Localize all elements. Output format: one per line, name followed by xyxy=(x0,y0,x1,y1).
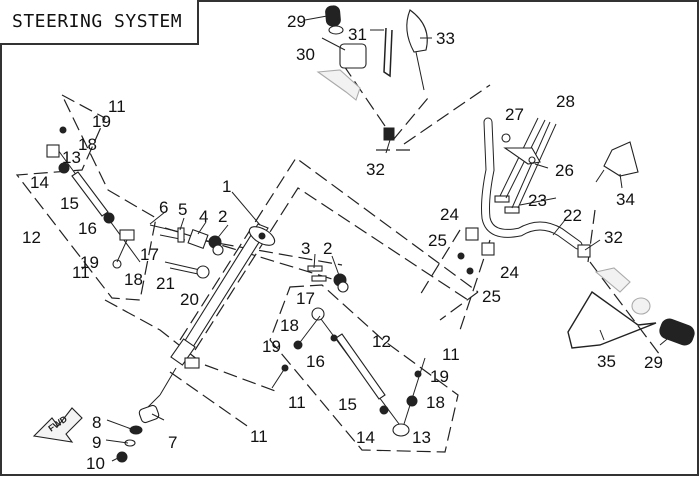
callout-2: 2 xyxy=(323,239,332,258)
title-box: STEERING SYSTEM xyxy=(0,0,199,45)
callout-33: 33 xyxy=(436,29,455,48)
callout-labels: 1 2 2 3 4 5 6 7 8 9 10 11 11 11 11 11 12… xyxy=(22,12,663,473)
callout-31: 31 xyxy=(348,25,367,44)
callout-12: 12 xyxy=(372,332,391,351)
callout-24: 24 xyxy=(440,205,459,224)
callout-14: 14 xyxy=(356,428,375,447)
callout-35: 35 xyxy=(597,352,616,371)
callout-32: 32 xyxy=(366,160,385,179)
callout-30: 30 xyxy=(296,45,315,64)
callout-27: 27 xyxy=(505,105,524,124)
callout-13: 13 xyxy=(62,148,81,167)
callout-18: 18 xyxy=(124,270,143,289)
callout-11: 11 xyxy=(108,97,126,116)
callout-21: 21 xyxy=(156,274,175,293)
fwd-arrow-icon: FWD xyxy=(32,407,83,443)
callout-11: 11 xyxy=(288,393,306,412)
callout-25: 25 xyxy=(482,287,501,306)
right-controls xyxy=(567,141,695,349)
bracket-parts xyxy=(149,224,349,293)
callout-16: 16 xyxy=(306,352,325,371)
callout-15: 15 xyxy=(338,395,357,414)
callout-26: 26 xyxy=(555,161,574,180)
callout-16: 16 xyxy=(78,219,97,238)
callout-14: 14 xyxy=(30,173,49,192)
callout-23: 23 xyxy=(528,191,547,210)
callout-18: 18 xyxy=(280,316,299,335)
callout-24: 24 xyxy=(500,263,519,282)
callout-3: 3 xyxy=(301,239,310,258)
callout-18: 18 xyxy=(426,393,445,412)
callout-9: 9 xyxy=(92,433,101,452)
callout-29: 29 xyxy=(644,353,663,372)
callout-34: 34 xyxy=(616,190,635,209)
callout-11: 11 xyxy=(72,263,90,282)
callout-13: 13 xyxy=(412,428,431,447)
handlebar-part xyxy=(457,117,591,275)
leader-lines xyxy=(105,15,673,462)
callout-6: 6 xyxy=(159,198,168,217)
tie-rod-left-part xyxy=(46,126,141,269)
steering-shaft-part xyxy=(159,223,276,396)
callout-11: 11 xyxy=(442,345,460,364)
lower-parts xyxy=(116,394,161,463)
callout-19: 19 xyxy=(92,112,111,131)
callout-29: 29 xyxy=(287,12,306,31)
callout-15: 15 xyxy=(60,194,79,213)
callout-12: 12 xyxy=(22,228,41,247)
callout-19: 19 xyxy=(262,337,281,356)
callout-2: 2 xyxy=(218,207,227,226)
callout-1: 1 xyxy=(222,177,231,196)
callout-8: 8 xyxy=(92,413,101,432)
assembly-outlines xyxy=(15,59,661,453)
left-controls xyxy=(316,5,428,141)
callout-28: 28 xyxy=(556,92,575,111)
tie-rod-right-part xyxy=(271,307,426,437)
page-title: STEERING SYSTEM xyxy=(12,11,183,32)
callout-17: 17 xyxy=(140,245,159,264)
callout-7: 7 xyxy=(168,433,177,452)
callout-17: 17 xyxy=(296,289,315,308)
callout-32: 32 xyxy=(604,228,623,247)
callout-4: 4 xyxy=(199,207,208,226)
callout-25: 25 xyxy=(428,231,447,250)
callout-20: 20 xyxy=(180,290,199,309)
callout-11: 11 xyxy=(250,427,268,446)
callout-22: 22 xyxy=(563,206,582,225)
callout-18: 18 xyxy=(78,135,97,154)
callout-5: 5 xyxy=(178,200,187,219)
callout-19: 19 xyxy=(430,367,449,386)
callout-10: 10 xyxy=(86,454,105,473)
callout-19: 19 xyxy=(80,253,99,272)
